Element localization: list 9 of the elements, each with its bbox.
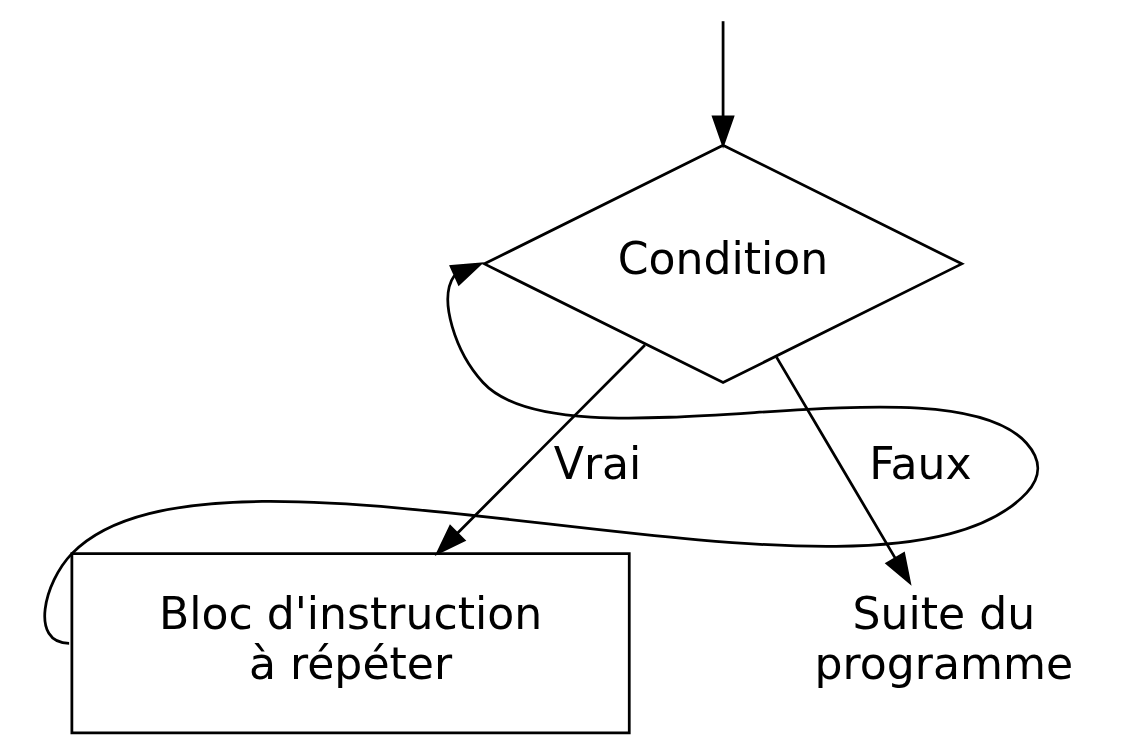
node-box: Bloc d'instruction à répéter — [70, 552, 631, 735]
edge-label: Vrai — [553, 437, 641, 489]
edge-label: Faux — [868, 437, 972, 489]
arrow — [43, 262, 1039, 645]
arrow — [710, 21, 735, 149]
node-text: Suite du programme — [814, 587, 1073, 689]
arrow — [434, 344, 646, 556]
arrow — [774, 356, 912, 586]
node-diamond: Condition — [480, 143, 965, 385]
